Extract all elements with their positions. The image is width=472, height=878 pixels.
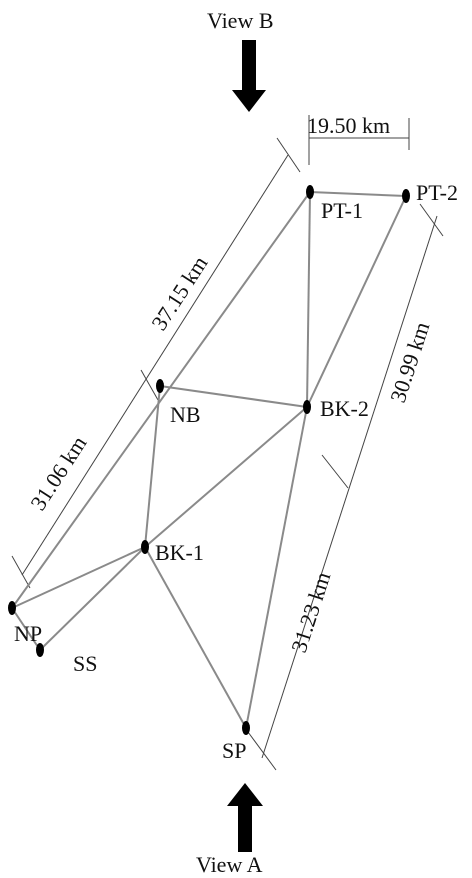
- link-bk2-pt2: [306, 195, 407, 408]
- link-nb-bk1: [144, 385, 161, 548]
- dim-left-tick-bottom: [11, 555, 31, 589]
- dim-right-tick-middle: [321, 454, 349, 489]
- link-bk2-pt1: [306, 191, 311, 408]
- distance-label-lower-left: 31.06 km: [25, 431, 91, 514]
- station-label-pt1: PT-1: [321, 198, 363, 223]
- station-node-sp: [242, 721, 250, 735]
- link-np-bk1: [11, 546, 146, 609]
- station-node-ss: [36, 643, 44, 657]
- link-bk1-bk2: [144, 406, 308, 548]
- dim-right-tick-bottom: [247, 731, 277, 771]
- dim-left-tick-top: [276, 137, 301, 173]
- distance-label-upper-right: 30.99 km: [385, 319, 434, 406]
- view-a-arrow: [227, 783, 263, 852]
- dim-right-line: [261, 215, 438, 759]
- station-nodes: [8, 185, 410, 735]
- station-label-pt2: PT-2: [416, 180, 458, 205]
- view-b-label: View B: [207, 8, 274, 33]
- link-np-pt1: [11, 191, 311, 609]
- link-pt1-pt2: [309, 191, 407, 197]
- view-b-arrow: [232, 40, 266, 112]
- link-bk1-sp: [144, 546, 247, 729]
- distance-label-lower-right: 31.23 km: [286, 569, 335, 656]
- station-node-pt2: [402, 189, 410, 203]
- station-node-bk2: [303, 400, 311, 414]
- dim-right-tick-top: [419, 203, 444, 237]
- dim-left-line: [21, 154, 289, 576]
- link-nb-bk2: [159, 385, 308, 408]
- station-node-pt1: [306, 185, 314, 199]
- station-label-sp: SP: [222, 738, 246, 763]
- station-label-np: NP: [14, 621, 42, 646]
- distance-label-pt1-pt2: 19.50 km: [307, 113, 390, 138]
- distance-label-upper-left: 37.15 km: [146, 251, 212, 334]
- dimension-lines: [11, 115, 444, 771]
- station-label-nb: NB: [170, 402, 201, 427]
- network-links: [11, 191, 407, 729]
- dim-left-tick-middle: [140, 369, 159, 401]
- station-node-nb: [156, 379, 164, 393]
- view-a-label: View A: [196, 852, 263, 877]
- station-label-ss: SS: [73, 651, 97, 676]
- link-np-ss: [11, 607, 41, 651]
- station-node-bk1: [141, 540, 149, 554]
- link-bk2-sp: [245, 406, 308, 729]
- link-ss-bk1: [39, 546, 146, 651]
- station-node-np: [8, 601, 16, 615]
- station-label-bk2: BK-2: [320, 396, 369, 421]
- station-label-bk1: BK-1: [155, 540, 204, 565]
